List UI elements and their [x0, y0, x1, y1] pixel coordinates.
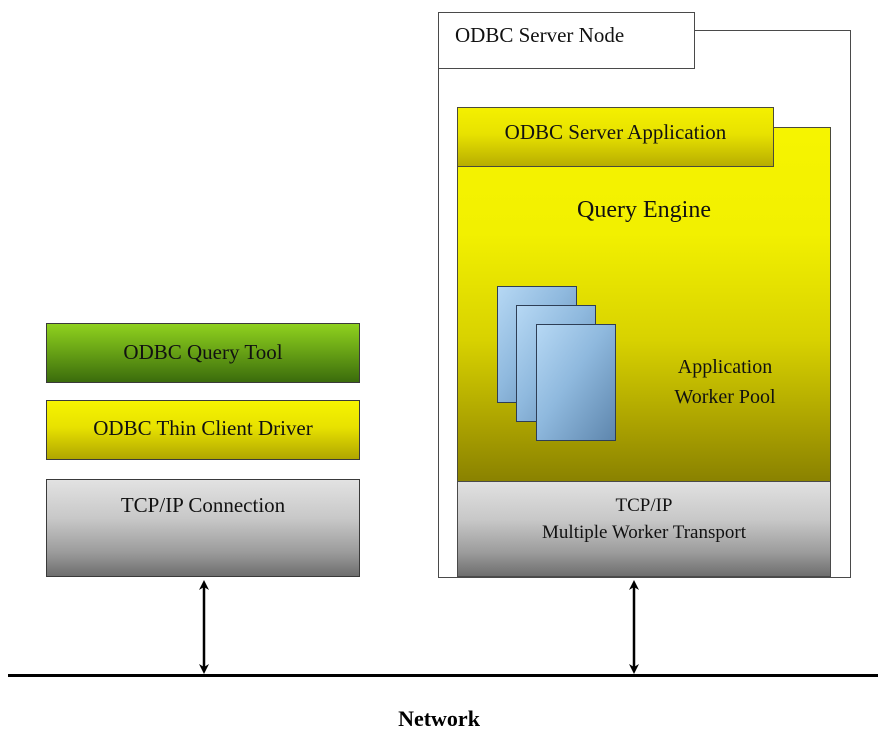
network-label: Network — [398, 706, 480, 731]
server-tcp-transport-box: TCP/IP Multiple Worker Transport — [457, 481, 831, 577]
query-engine-label: Query Engine — [577, 197, 711, 223]
tcp-ip-connection-box: TCP/IP Connection — [46, 479, 360, 577]
server-transport-line1: TCP/IP — [615, 495, 673, 516]
worker-pool-label-line2: Worker Pool — [674, 386, 776, 408]
network-line — [8, 674, 878, 677]
server-application-title: ODBC Server Application — [457, 107, 774, 167]
worker-pool-label: Application Worker Pool — [640, 352, 810, 412]
odbc-thin-client-driver-box: ODBC Thin Client Driver — [46, 400, 360, 460]
worker-pool-label-line1: Application — [677, 356, 773, 378]
server-node-title: ODBC Server Node — [438, 12, 695, 69]
odbc-query-tool-box: ODBC Query Tool — [46, 323, 360, 383]
server-transport-line2: Multiple Worker Transport — [542, 522, 746, 543]
worker-page-icon — [536, 324, 616, 441]
